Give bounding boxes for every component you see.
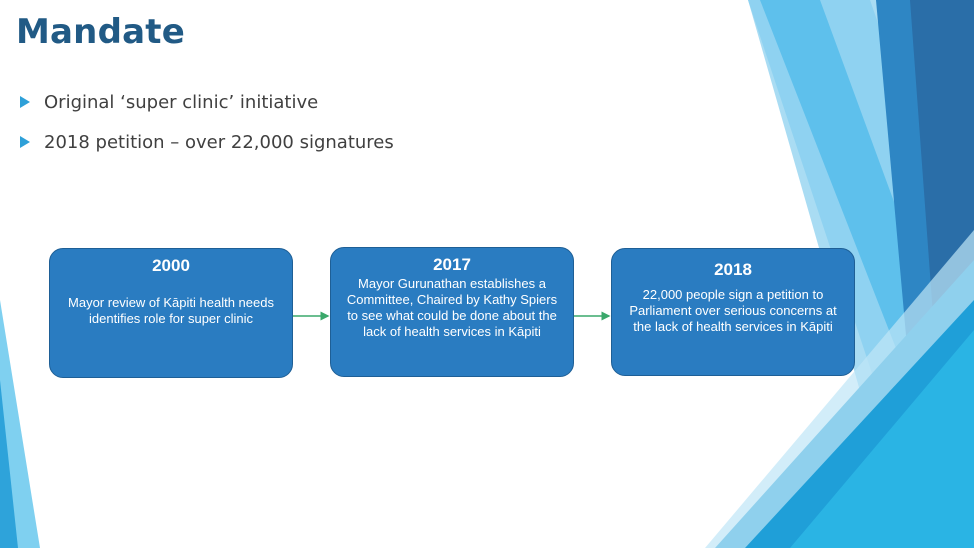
bullet-text: Original ‘super clinic’ initiative (44, 91, 319, 113)
timeline-year: 2017 (433, 255, 471, 274)
bullet-arrow-icon (20, 96, 30, 108)
timeline-year: 2000 (152, 256, 190, 275)
bullet-item: 2018 petition – over 22,000 signatures (20, 122, 394, 162)
timeline-box-2018: 2018 22,000 people sign a petition to Pa… (611, 248, 855, 376)
timeline-box-2000: 2000 Mayor review of Kāpiti health needs… (49, 248, 293, 378)
timeline-text: Mayor Gurunathan establishes a Committee… (346, 276, 558, 339)
timeline-text: Mayor review of Kāpiti health needs iden… (68, 295, 274, 326)
timeline-year: 2018 (714, 260, 752, 279)
bullet-arrow-icon (20, 136, 30, 148)
timeline-text: 22,000 people sign a petition to Parliam… (629, 287, 837, 334)
bullet-text: 2018 petition – over 22,000 signatures (44, 131, 394, 153)
timeline-box-2017: 2017 Mayor Gurunathan establishes a Comm… (330, 247, 574, 377)
bullet-item: Original ‘super clinic’ initiative (20, 82, 394, 122)
slide-title: Mandate (16, 12, 185, 52)
bullet-list: Original ‘super clinic’ initiative 2018 … (20, 82, 394, 162)
